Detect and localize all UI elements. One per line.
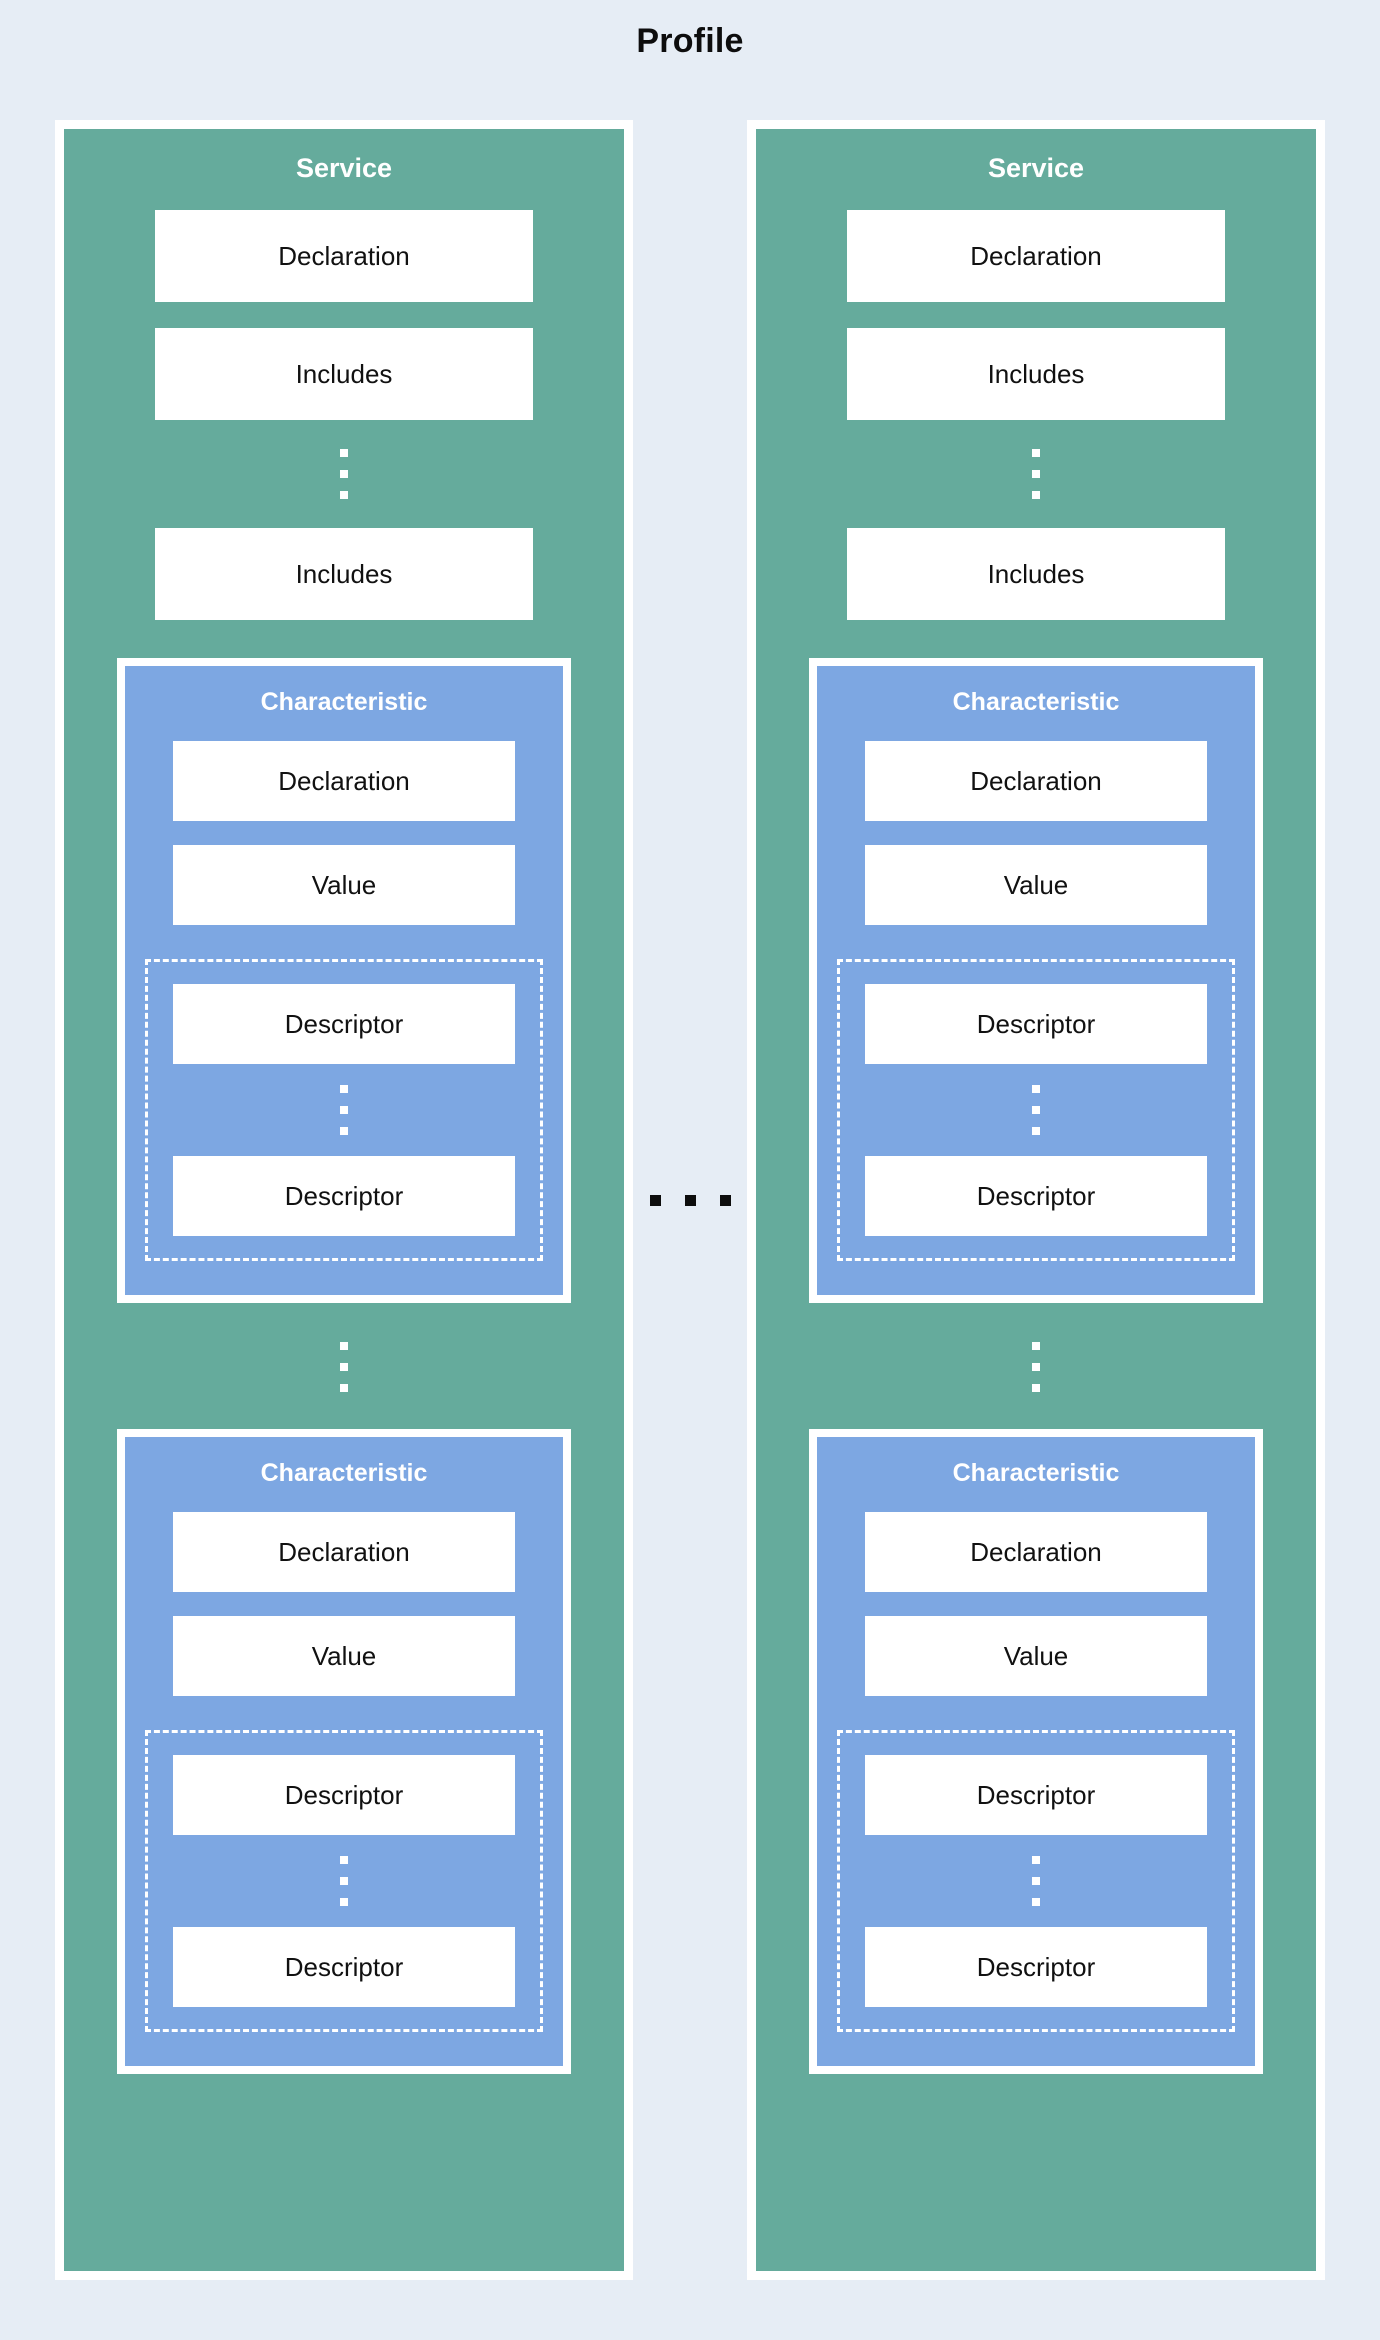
characteristic-block[interactable]: Characteristic Declaration Value Descrip…	[117, 658, 571, 1303]
characteristic-declaration-label: Declaration	[278, 1536, 410, 1567]
descriptor-vertical-ellipsis	[1032, 1082, 1040, 1138]
ellipsis-dot	[340, 1856, 348, 1864]
descriptor-label: Descriptor	[284, 1779, 404, 1810]
ellipsis-dot	[1032, 1127, 1040, 1135]
includes-vertical-ellipsis	[340, 446, 348, 502]
ellipsis-dot	[340, 1363, 348, 1371]
service-includes-box[interactable]: Includes	[155, 328, 533, 420]
descriptor-box[interactable]: Descriptor	[173, 1927, 515, 2007]
descriptor-box[interactable]: Descriptor	[865, 1156, 1207, 1236]
ellipsis-dot	[340, 1877, 348, 1885]
descriptor-label: Descriptor	[284, 1008, 404, 1039]
ellipsis-dot	[719, 1194, 731, 1206]
service-block-left[interactable]: Service Declaration Includes Includes Ch…	[55, 120, 633, 2280]
ellipsis-dot	[1032, 1106, 1040, 1114]
descriptor-vertical-ellipsis	[340, 1853, 348, 1909]
characteristic-value-label: Value	[311, 869, 377, 900]
service-title: Service	[987, 153, 1085, 183]
characteristic-value-label: Value	[311, 1640, 377, 1671]
services-gutter	[633, 120, 747, 2280]
characteristic-declaration-box[interactable]: Declaration	[865, 741, 1207, 821]
service-includes-label: Includes	[987, 558, 1085, 589]
ellipsis-dot	[1032, 470, 1040, 478]
ellipsis-dot	[340, 1127, 348, 1135]
characteristic-title: Characteristic	[260, 1459, 428, 1487]
ellipsis-dot	[340, 1085, 348, 1093]
ellipsis-dot	[340, 491, 348, 499]
descriptor-label: Descriptor	[284, 1951, 404, 1982]
service-declaration-box[interactable]: Declaration	[155, 210, 533, 302]
ellipsis-dot	[1032, 1877, 1040, 1885]
characteristic-declaration-label: Declaration	[278, 765, 410, 796]
characteristic-value-box[interactable]: Value	[173, 1616, 515, 1696]
ellipsis-dot	[1032, 449, 1040, 457]
descriptor-label: Descriptor	[976, 1779, 1096, 1810]
ellipsis-dot	[340, 449, 348, 457]
service-includes-label: Includes	[295, 558, 393, 589]
services-row: Service Declaration Includes Includes Ch…	[0, 120, 1380, 2280]
ellipsis-dot	[1032, 1085, 1040, 1093]
service-includes-box[interactable]: Includes	[847, 528, 1225, 620]
service-includes-label: Includes	[987, 358, 1085, 389]
characteristic-block[interactable]: Characteristic Declaration Value Descrip…	[117, 1429, 571, 2074]
ellipsis-dot	[649, 1194, 661, 1206]
ellipsis-dot	[340, 1342, 348, 1350]
characteristic-block[interactable]: Characteristic Declaration Value Descrip…	[809, 658, 1263, 1303]
descriptor-box[interactable]: Descriptor	[865, 1927, 1207, 2007]
ellipsis-dot	[1032, 1363, 1040, 1371]
service-includes-box[interactable]: Includes	[155, 528, 533, 620]
includes-vertical-ellipsis	[1032, 446, 1040, 502]
characteristic-declaration-label: Declaration	[970, 1536, 1102, 1567]
descriptor-vertical-ellipsis	[340, 1082, 348, 1138]
characteristic-value-box[interactable]: Value	[865, 845, 1207, 925]
descriptor-box[interactable]: Descriptor	[865, 984, 1207, 1064]
descriptor-box[interactable]: Descriptor	[173, 1755, 515, 1835]
ellipsis-dot	[340, 1898, 348, 1906]
page-title: Profile	[636, 22, 744, 60]
characteristic-block[interactable]: Characteristic Declaration Value Descrip…	[809, 1429, 1263, 2074]
descriptors-container: Descriptor Descriptor	[145, 959, 543, 1261]
characteristics-vertical-ellipsis	[1032, 1339, 1040, 1395]
ellipsis-dot	[340, 1384, 348, 1392]
descriptor-label: Descriptor	[284, 1180, 404, 1211]
service-includes-box[interactable]: Includes	[847, 328, 1225, 420]
services-horizontal-ellipsis	[649, 1194, 731, 1206]
characteristic-value-label: Value	[1003, 1640, 1069, 1671]
descriptors-container: Descriptor Descriptor	[837, 959, 1235, 1261]
descriptors-container: Descriptor Descriptor	[837, 1730, 1235, 2032]
service-title: Service	[295, 153, 393, 183]
ellipsis-dot	[684, 1194, 696, 1206]
characteristic-title: Characteristic	[952, 1459, 1120, 1487]
ellipsis-dot	[1032, 491, 1040, 499]
characteristic-title: Characteristic	[952, 688, 1120, 716]
characteristic-declaration-box[interactable]: Declaration	[173, 1512, 515, 1592]
ellipsis-dot	[340, 1106, 348, 1114]
ellipsis-dot	[1032, 1384, 1040, 1392]
characteristic-value-box[interactable]: Value	[865, 1616, 1207, 1696]
descriptor-box[interactable]: Descriptor	[865, 1755, 1207, 1835]
characteristic-value-label: Value	[1003, 869, 1069, 900]
descriptor-label: Descriptor	[976, 1008, 1096, 1039]
characteristic-value-box[interactable]: Value	[173, 845, 515, 925]
descriptors-container: Descriptor Descriptor	[145, 1730, 543, 2032]
characteristic-declaration-box[interactable]: Declaration	[865, 1512, 1207, 1592]
descriptor-vertical-ellipsis	[1032, 1853, 1040, 1909]
descriptor-label: Descriptor	[976, 1951, 1096, 1982]
descriptor-box[interactable]: Descriptor	[173, 1156, 515, 1236]
ellipsis-dot	[1032, 1856, 1040, 1864]
characteristic-title: Characteristic	[260, 688, 428, 716]
service-declaration-box[interactable]: Declaration	[847, 210, 1225, 302]
service-block-right[interactable]: Service Declaration Includes Includes Ch…	[747, 120, 1325, 2280]
service-declaration-label: Declaration	[970, 240, 1102, 271]
ellipsis-dot	[1032, 1898, 1040, 1906]
characteristic-declaration-label: Declaration	[970, 765, 1102, 796]
characteristics-vertical-ellipsis	[340, 1339, 348, 1395]
ellipsis-dot	[340, 470, 348, 478]
service-includes-label: Includes	[295, 358, 393, 389]
descriptor-label: Descriptor	[976, 1180, 1096, 1211]
service-declaration-label: Declaration	[278, 240, 410, 271]
descriptor-box[interactable]: Descriptor	[173, 984, 515, 1064]
characteristic-declaration-box[interactable]: Declaration	[173, 741, 515, 821]
ellipsis-dot	[1032, 1342, 1040, 1350]
